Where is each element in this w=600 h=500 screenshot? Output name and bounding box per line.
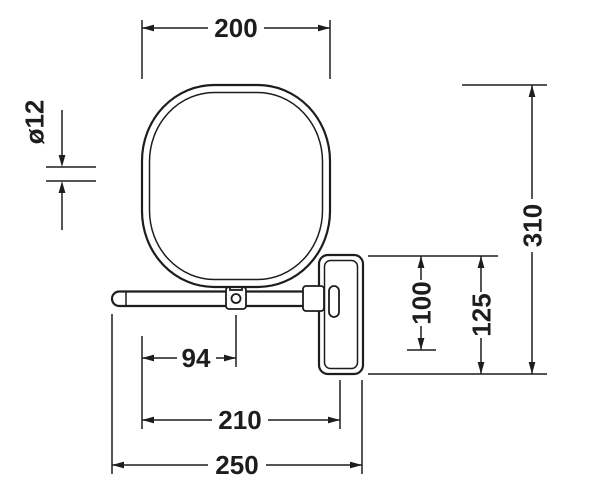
- arrowhead: [477, 362, 485, 374]
- arrowhead: [328, 416, 340, 424]
- arrowhead: [142, 24, 154, 32]
- arrowhead: [417, 256, 425, 268]
- dim-plate-spacing: 100: [407, 256, 437, 351]
- arrowhead: [318, 24, 330, 32]
- arrowhead: [112, 461, 124, 469]
- dim-label-pivot-offset: 94: [182, 343, 211, 373]
- mounting-slot: [328, 285, 340, 318]
- dim-plate-height: 125: [368, 255, 498, 374]
- arrowhead: [142, 354, 154, 362]
- arm-wall-bracket: [302, 285, 325, 312]
- dim-label-plate-height: 125: [467, 293, 497, 336]
- dim-overall-height: 310: [368, 84, 548, 375]
- arrowhead: [350, 461, 362, 469]
- dim-stem-diameter: ø12: [20, 100, 96, 230]
- arrowhead: [58, 155, 66, 167]
- dim-label-stem-diameter: ø12: [20, 100, 50, 145]
- dim-label-plate-spacing: 100: [407, 281, 437, 324]
- support-arm: [110, 290, 326, 308]
- dim-top-width: 200: [141, 13, 331, 79]
- pivot-ball: [230, 293, 242, 304]
- dim-label-projection-bracket: 210: [218, 405, 261, 435]
- arrowhead: [417, 338, 425, 350]
- arrowhead: [58, 181, 66, 193]
- dim-label-overall-projection: 250: [215, 450, 258, 480]
- arrowhead: [528, 362, 536, 374]
- dim-overall-projection: 250: [111, 314, 363, 480]
- arrowhead: [142, 416, 154, 424]
- arrowhead: [528, 85, 536, 97]
- dim-label-overall-height: 310: [518, 204, 548, 247]
- arrowhead: [477, 256, 485, 268]
- arrowhead: [224, 354, 236, 362]
- mirror-frame-outer: [140, 83, 332, 289]
- dim-label-top-width: 200: [214, 13, 257, 43]
- product-outline: [110, 83, 365, 376]
- wall-plate-inner: [323, 259, 359, 370]
- dim-pivot-offset: 94: [142, 315, 237, 373]
- dim-projection-bracket: 210: [141, 336, 341, 435]
- mirror-frame-inner: [148, 91, 324, 281]
- wall-plate-outer: [317, 253, 365, 376]
